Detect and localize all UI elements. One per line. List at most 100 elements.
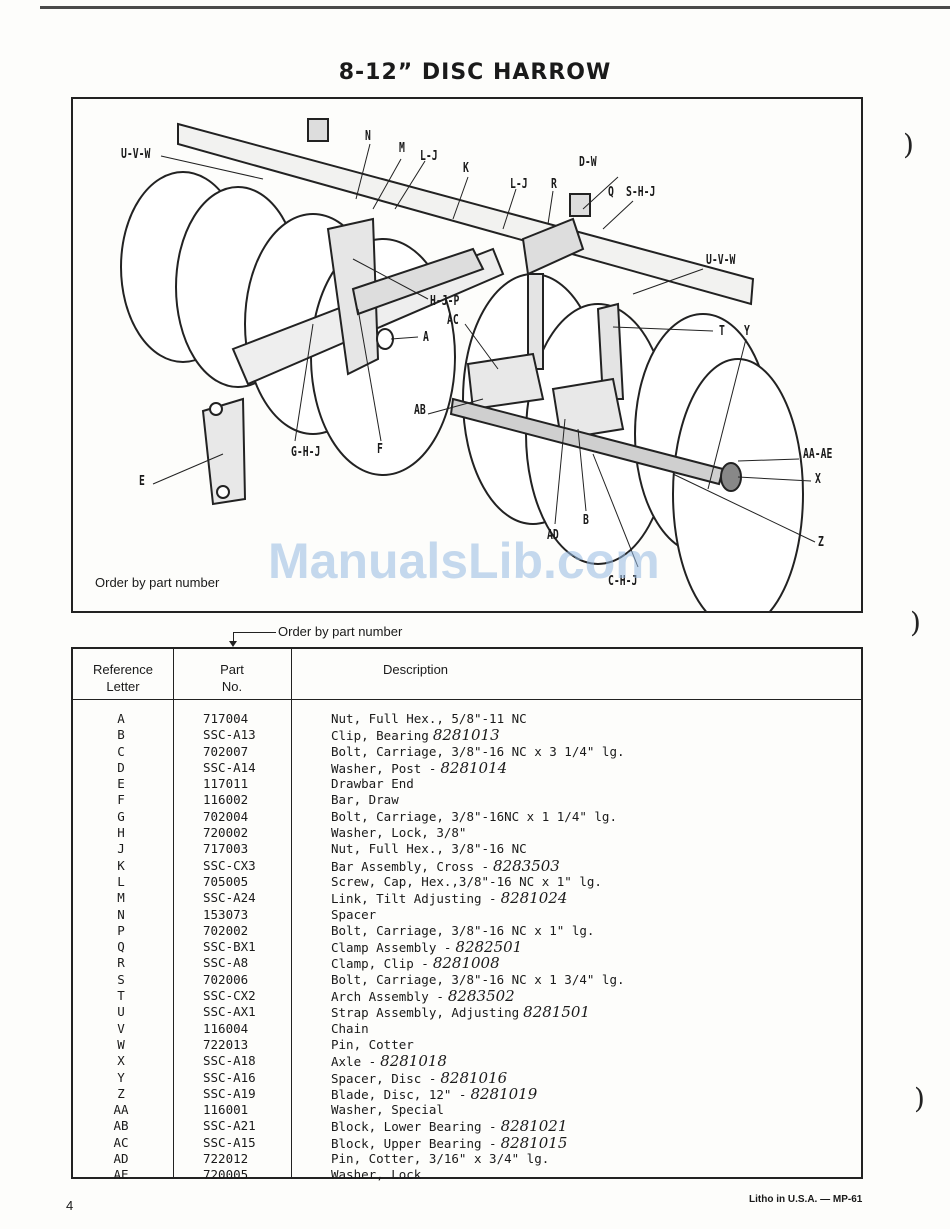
callout-h-j-p: H-J-P [430,294,460,309]
part-number: 720005 [203,1167,249,1183]
callout-u-v-w-2: U-V-W [706,253,736,268]
reference-letter: N [117,906,125,922]
handwritten-part-number: 8281018 [380,1052,447,1071]
part-number: 702006 [203,971,249,987]
description-cell: Screw, Cap, Hex.,3/8"-16 NC x 1" lg. [331,874,602,890]
reference-letter: A [117,711,125,726]
description-cell: Spacer [331,907,376,923]
part-number: 702007 [203,743,249,759]
reference-letter: G [117,808,125,824]
description: Bolt, Carriage, 3/8"-16 NC x 1" lg. [331,922,595,938]
description: Pin, Cotter, 3/16" x 3/4" lg. [331,1151,550,1167]
callout-e: E [139,474,145,489]
description: Washer, Lock [331,1167,422,1183]
description-cell: Bar Assembly, Cross -8283503 [331,858,560,875]
description-cell: Bolt, Carriage, 3/8"-16NC x 1 1/4" lg. [331,809,617,825]
description-cell: Chain [331,1021,369,1037]
reference-letter: AA [113,1102,129,1118]
part-number: 720002 [203,825,249,841]
header-rule [73,699,861,700]
reference-letter: S [117,971,125,987]
table-row: AA 116001 Washer, Special [73,1102,861,1118]
description-cell: Block, Upper Bearing -8281015 [331,1135,567,1152]
part-number: 717003 [203,841,249,857]
callout-l-j-2: L-J [510,177,528,192]
part-number: 117011 [203,776,249,792]
page-number: 4 [66,1198,74,1213]
parts-diagram: U-V-W N M L-J K D-W L-J R Q S-H-J U-V-W … [71,97,863,613]
reference-letter: Q [117,939,125,955]
part-number: 702002 [203,922,249,938]
part-number: SSC-AX1 [203,1004,256,1020]
description-cell: Pin, Cotter [331,1037,414,1053]
description-cell: Spacer, Disc -8281016 [331,1068,508,1087]
callout-m: M [399,141,405,156]
callout-ac: AC [447,313,459,328]
reference-letter: J [117,841,125,857]
part-number: 116001 [203,1102,249,1118]
description: Block, Lower Bearing - [331,1119,497,1135]
handwritten-part-number: 8281013 [432,726,500,745]
part-number: SSC-A19 [203,1085,256,1101]
part-number: SSC-A8 [203,955,249,971]
binder-hole-mark: ) [910,606,921,639]
reference-letter: AB [113,1118,129,1134]
callout-g-h-j: G-H-J [291,445,321,460]
table-row: AE 720005 Washer, Lock [73,1167,861,1183]
reference-letter: X [117,1053,125,1069]
part-number: 705005 [203,873,249,889]
part-number: SSC-A15 [203,1134,256,1150]
header-ref-line1: Reference [93,662,153,677]
order-note: Order by part number [278,624,403,639]
description-cell: Link, Tilt Adjusting -8281024 [331,890,567,907]
header-part-line2: No. [221,679,243,694]
callout-aa-ae: AA-AE [803,447,833,462]
description: Block, Upper Bearing - [331,1135,497,1151]
reference-letter: P [117,922,125,938]
part-number: SSC-A21 [203,1118,256,1134]
callout-y: Y [744,324,750,339]
description-cell: Blade, Disc, 12" -8281019 [331,1086,537,1103]
handwritten-part-number: 8283503 [493,856,560,875]
reference-letter: C [117,743,125,759]
column-divider [291,649,292,1177]
description: Blade, Disc, 12" - [331,1086,467,1102]
description-cell: Pin, Cotter, 3/16" x 3/4" lg. [331,1151,549,1167]
callout-t: T [719,324,725,339]
description-cell: Clamp Assembly -8282501 [331,939,522,956]
description-cell: Washer, Special [331,1102,444,1118]
handwritten-part-number: 8281016 [440,1068,508,1087]
reference-letter: F [117,792,125,808]
description: Arch Assembly - [331,989,444,1005]
description: Spacer [331,906,377,922]
top-rule [40,6,950,9]
reference-letter: V [117,1020,125,1036]
description: Link, Tilt Adjusting - [331,891,497,907]
header-reference-letter: Reference Letter [73,661,173,695]
description: Bar Assembly, Cross - [331,858,490,874]
description: Drawbar End [331,776,414,792]
callout-d-w: D-W [579,155,597,170]
header-part-no: Part No. [173,661,291,695]
reference-letter: AE [113,1167,129,1183]
reference-letter: Y [117,1069,125,1085]
reference-letter: AD [113,1151,129,1167]
description: Chain [331,1020,369,1036]
part-number: SSC-A14 [203,759,256,775]
callout-c-h-j: C-H-J [608,574,638,589]
